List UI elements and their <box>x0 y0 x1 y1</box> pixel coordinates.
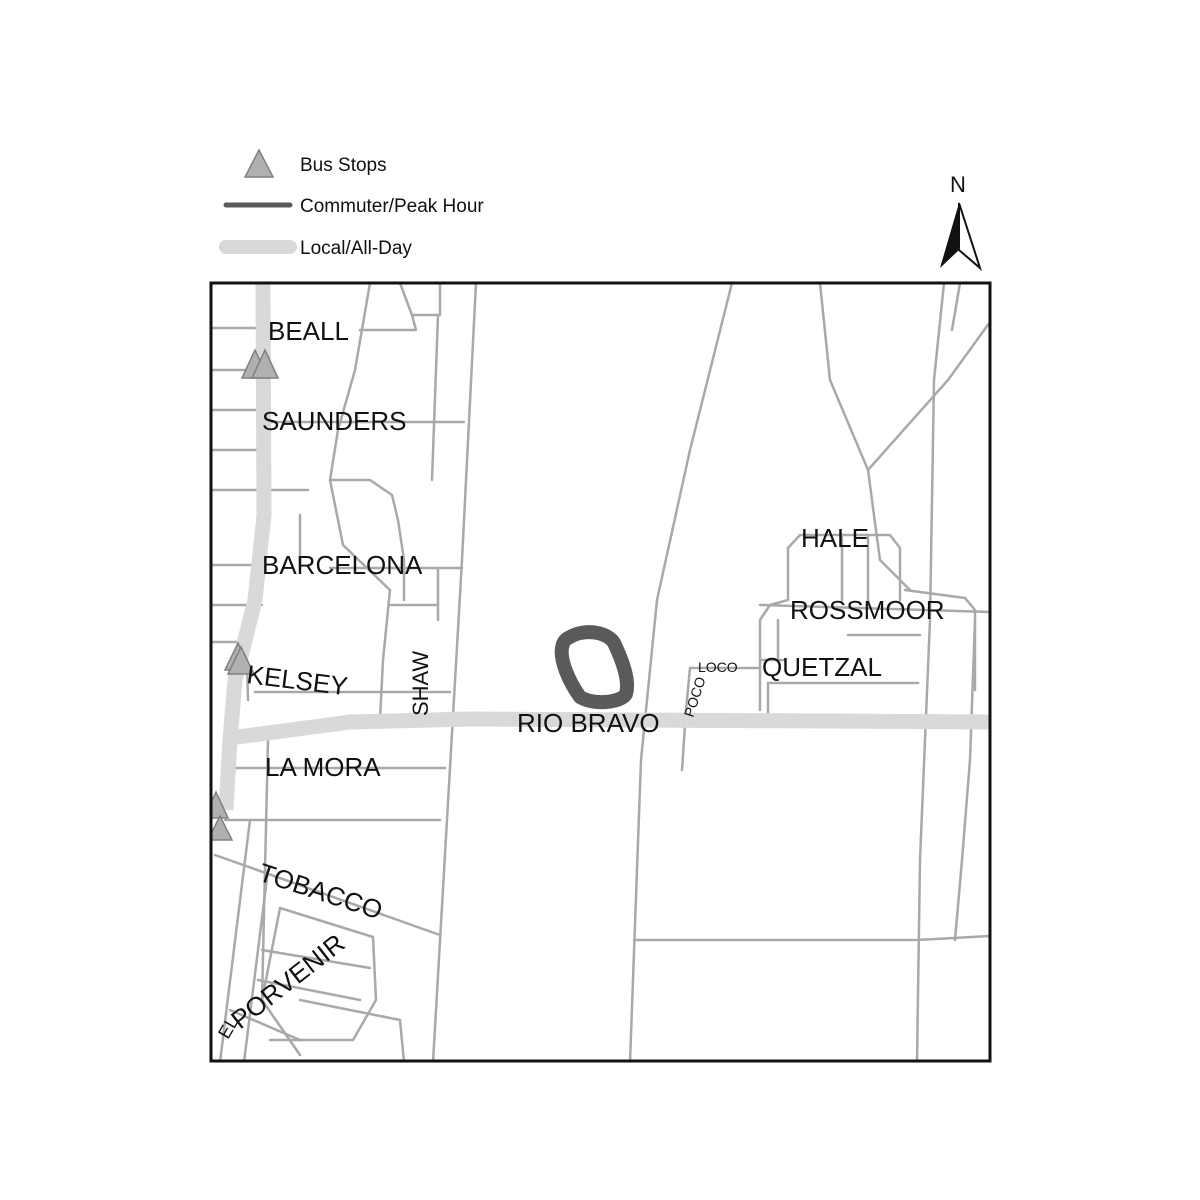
bus-stop-icon <box>211 790 230 819</box>
local-route <box>218 283 990 811</box>
road <box>213 853 442 937</box>
road <box>950 283 962 332</box>
street-labels: BEALL SAUNDERS BARCELONA KELSEY SHAW RIO… <box>214 316 944 1042</box>
road <box>268 906 378 1042</box>
road <box>758 603 990 614</box>
map-frame <box>209 281 992 1063</box>
street-label-poco: POCO <box>681 675 709 719</box>
bus-stop-icon <box>226 645 256 675</box>
road <box>866 320 990 472</box>
street-label-la-mora: LA MORA <box>265 752 381 782</box>
street-label-loco: LOCO <box>698 659 738 675</box>
legend-bus-stop-icon <box>243 148 275 178</box>
street-label-shaw: SHAW <box>408 651 433 716</box>
legend-local-label: Local/All-Day <box>300 238 412 259</box>
road <box>953 618 977 942</box>
street-label-quetzal: QUETZAL <box>762 652 882 682</box>
bus-stop-icon <box>250 348 280 379</box>
bus-stops <box>211 348 280 841</box>
road <box>632 934 990 942</box>
commuter-route-loop <box>554 625 634 710</box>
road <box>260 738 270 1002</box>
legend: Bus Stops Commuter/Peak Hour Local/All-D… <box>219 148 484 259</box>
street-label-saunders: SAUNDERS <box>262 406 406 436</box>
north-arrow-left-icon <box>940 203 959 268</box>
road <box>328 478 406 602</box>
north-arrow-label: N <box>950 172 966 197</box>
road-network <box>211 283 990 1061</box>
road <box>256 978 362 1002</box>
street-label-porvenir: PORVENIR <box>225 928 350 1035</box>
road <box>328 283 392 722</box>
road <box>218 818 252 1061</box>
street-label-rossmoor: ROSSMOOR <box>790 595 945 625</box>
local-route-line <box>218 283 272 811</box>
local-route-line <box>229 711 990 746</box>
road <box>260 948 372 970</box>
street-label-tobacco: TOBACCO <box>255 857 386 925</box>
road <box>260 906 302 1057</box>
street-label-beall: BEALL <box>268 316 349 346</box>
road <box>242 868 270 1061</box>
road <box>298 998 406 1061</box>
bus-stop-icon <box>211 814 234 841</box>
north-arrow: N <box>940 172 983 272</box>
street-label-barcelona: BARCELONA <box>262 550 423 580</box>
road <box>758 546 790 712</box>
road <box>358 313 418 332</box>
road <box>398 283 442 317</box>
street-label-hale: HALE <box>801 523 869 553</box>
road <box>786 533 902 602</box>
street-label-rio-bravo: RIO BRAVO <box>517 708 660 738</box>
road <box>915 283 946 1061</box>
road <box>680 666 692 772</box>
road <box>903 588 977 692</box>
legend-bus-stops-label: Bus Stops <box>300 155 387 176</box>
street-label-kelsey: KELSEY <box>245 659 349 701</box>
road <box>628 283 734 1061</box>
road <box>228 1008 302 1042</box>
legend-commuter-label: Commuter/Peak Hour <box>300 196 484 217</box>
road <box>431 283 478 1061</box>
north-arrow-right-icon <box>958 202 983 272</box>
road <box>430 313 440 482</box>
